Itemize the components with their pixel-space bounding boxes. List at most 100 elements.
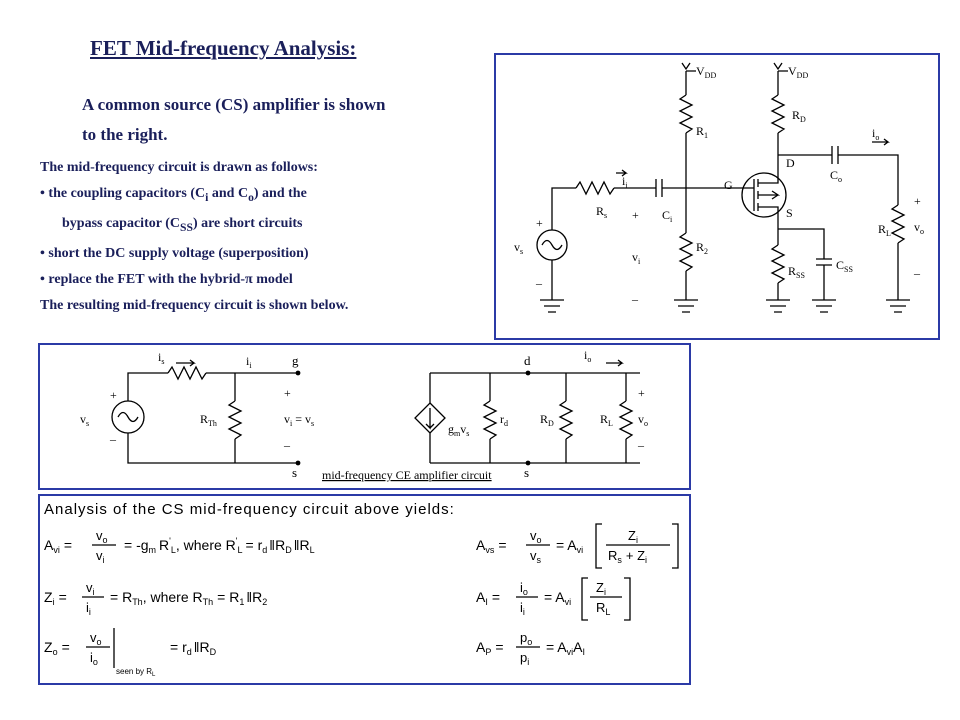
drain-node (525, 370, 531, 376)
resistor-r1 (678, 94, 694, 134)
vs-minus: – (109, 432, 117, 446)
bullet-hybrid-pi: • replace the FET with the hybrid-π mode… (40, 271, 293, 287)
dependent-current-source (414, 402, 446, 434)
frac-zi-2: Zi (596, 580, 606, 597)
source-node-left (295, 460, 301, 466)
rs-label: Rs (596, 204, 607, 220)
rd-label: RD (792, 108, 806, 124)
bullet-sub: i (205, 190, 209, 204)
resistor-rl (890, 204, 906, 244)
ground-symbol (766, 299, 790, 313)
rd-small-label: rd (500, 412, 508, 428)
frac-ii-2: ii (520, 600, 525, 617)
vdd-arrow-left (681, 62, 691, 71)
fet-terminals (746, 163, 781, 223)
ac-source-wave (541, 239, 563, 251)
gate-label: g (292, 353, 299, 368)
avs-symbol: Avs= (476, 537, 507, 555)
ground-symbol (674, 299, 698, 313)
intro-line-2: to the right. (82, 125, 168, 144)
bullet-coupling: • the coupling capacitors (Ci and Co) an… (40, 181, 490, 211)
vi-label: vi (632, 250, 641, 266)
vo-minus: – (913, 266, 921, 280)
frac-pi: pi (520, 650, 529, 667)
page-title: FET Mid-frequency Analysis: (90, 36, 357, 60)
bullet-bypass: bypass capacitor (CSS) are short circuit… (40, 211, 490, 241)
resistor-rth (227, 400, 243, 440)
capacitor-co (778, 146, 899, 205)
frac-vo-2: vo (530, 528, 542, 545)
arrow-is (176, 359, 196, 367)
vi-minus: – (631, 292, 639, 306)
frac-zi: Zi (628, 528, 638, 545)
vo-plus: + (914, 194, 921, 208)
capacitor-css (816, 258, 832, 266)
vs-label: vs (80, 412, 89, 428)
vo-minus: – (637, 438, 645, 452)
seen-by-rl: seen by RL (116, 667, 156, 678)
ground-symbol (540, 299, 564, 313)
r2-label: R2 (696, 240, 708, 256)
io-label: io (584, 348, 591, 364)
vo-plus: + (638, 386, 645, 400)
resistor-rs (575, 180, 615, 196)
eq-rth: = RTh, where RTh= R1‖R2 (110, 589, 267, 607)
vdd-arrow-right (773, 62, 783, 71)
gm-label: gmvs (448, 422, 469, 438)
ground-symbol (812, 299, 836, 313)
wire (551, 187, 576, 230)
vo-label: vo (914, 220, 924, 236)
vs-plus: + (110, 388, 117, 402)
frac-vi-2: vi (86, 580, 95, 597)
frac-io: io (520, 580, 528, 597)
ai-symbol: AI= (476, 589, 500, 607)
resistor-rl (618, 400, 634, 440)
vi-plus: + (632, 208, 639, 222)
gate-node (295, 370, 301, 376)
rd-label: RD (540, 412, 554, 428)
rl-label: RL (600, 412, 613, 428)
rss-label: RSS (788, 264, 805, 280)
rth-label: RTh (200, 412, 217, 428)
vi-equation: vi = vs (284, 412, 314, 428)
bracket (581, 577, 631, 621)
capacitor-ci (655, 179, 663, 197)
intro-text: A common source (CS) amplifier is shown … (82, 90, 482, 150)
rl-label: RL (878, 222, 891, 238)
fet-symbol (741, 172, 787, 218)
vdd-right-label: VDD (788, 64, 808, 80)
frac-ii: ii (86, 600, 91, 617)
resistor-rd (558, 400, 574, 440)
bullet-sub: SS (179, 220, 193, 234)
ii-label: ii (246, 354, 252, 370)
zo-symbol: Zo= (44, 639, 70, 657)
vdd-left-label: VDD (696, 64, 716, 80)
wire (778, 228, 825, 259)
r1-label: R1 (696, 124, 708, 140)
resulting-text: The resulting mid-frequency circuit is s… (40, 297, 349, 313)
resistor-r2 (678, 232, 694, 272)
circuit-caption: mid-frequency CE amplifier circuit (322, 468, 492, 482)
eq-avi: = Avi (556, 537, 583, 555)
ci-label: Ci (662, 208, 673, 224)
zi-symbol: Zi= (44, 589, 67, 607)
eq-avi-ai: = AviAI (546, 639, 585, 657)
vs-label: vs (514, 240, 523, 256)
bullet-text: ) and the (253, 186, 307, 201)
analysis-heading: Analysis of the CS mid-frequency circuit… (44, 501, 455, 518)
analysis-equations: Analysis of the CS mid-frequency circuit… (44, 501, 679, 678)
analysis-panel: Analysis of the CS mid-frequency circuit… (38, 494, 691, 685)
eq-rd-rd: = rd‖RD (170, 639, 217, 657)
drain-label: D (786, 156, 795, 170)
ii-label: ii (622, 174, 628, 190)
ac-source-wave (117, 411, 139, 423)
resistor-rd (770, 94, 786, 134)
gate-label: G (724, 178, 733, 192)
source-node-right (525, 460, 531, 466)
wire (127, 372, 168, 401)
arrow-io (606, 359, 624, 367)
frac-rl: RL (596, 600, 610, 617)
intro-line-1: A common source (CS) amplifier is shown (82, 95, 386, 114)
bullet-text: ) are short circuits (192, 215, 303, 231)
